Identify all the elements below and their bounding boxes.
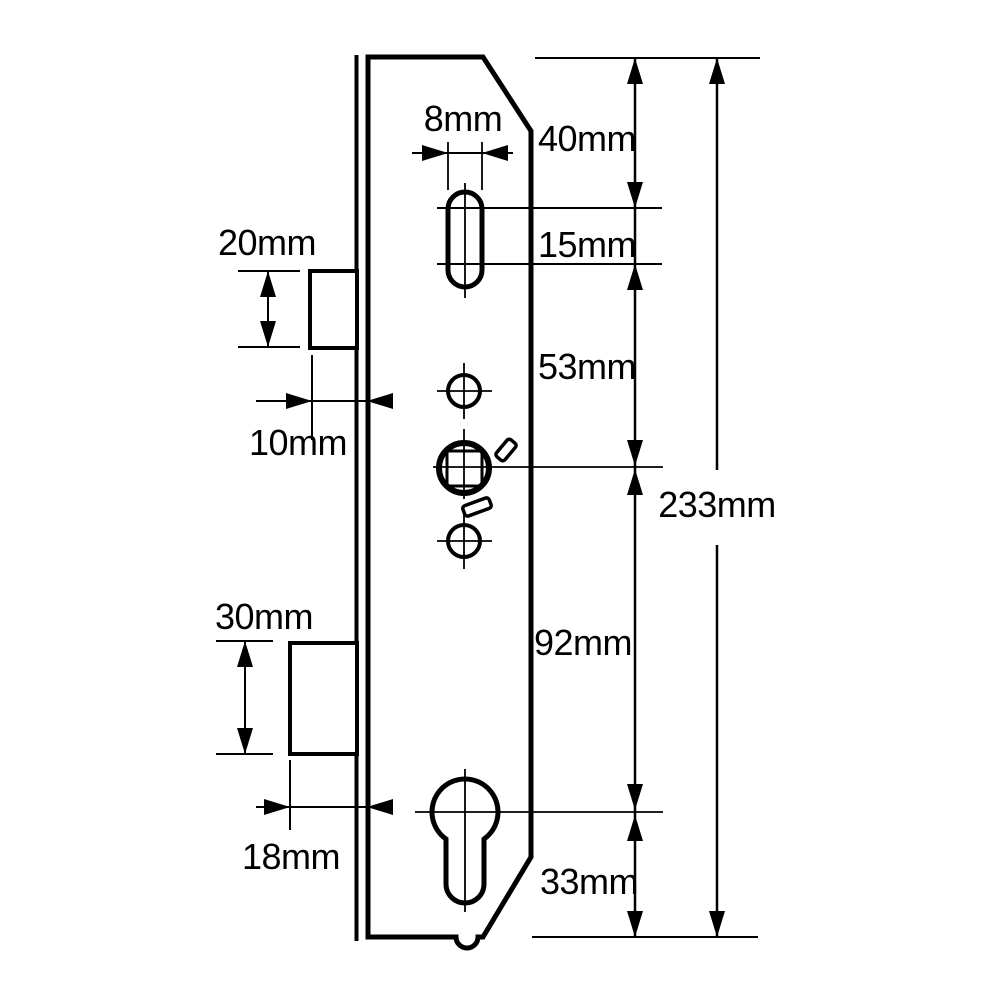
arrow-down-33-bottom (627, 911, 643, 937)
fixing-tab-upper (494, 437, 518, 463)
arrow-up-92-top (627, 469, 643, 495)
arrow-left-10mm (367, 393, 393, 409)
arrow-right-10mm (286, 393, 312, 409)
arrow-down-53-bottom (627, 440, 643, 466)
dim-label-latch-height: 20mm (218, 222, 316, 263)
arrow-down-233-bottom (709, 911, 725, 937)
dim-label-slot-width: 8mm (424, 98, 503, 139)
arrow-up-33-top (627, 815, 643, 841)
dead-bolt (288, 641, 359, 756)
dim-label-slot-length: 15mm (538, 224, 636, 265)
dim-label-deadbolt-projection: 18mm (242, 836, 340, 877)
arrow-up-30mm (237, 641, 253, 667)
dim-label-overall-height: 233mm (658, 484, 776, 525)
dim-label-cylinder-to-bottom: 33mm (540, 861, 638, 902)
arrow-down-30mm (237, 728, 253, 754)
dim-label-deadbolt-height: 30mm (215, 596, 313, 637)
arrow-left-18mm (367, 799, 393, 815)
arrow-up-233-top (709, 58, 725, 84)
latch-bolt (308, 269, 359, 350)
dim-label-spindle-to-cylinder: 92mm (534, 622, 632, 663)
fixing-tab-lower (461, 496, 493, 518)
arrow-right-18mm (264, 799, 290, 815)
arrow-up-20mm (260, 271, 276, 297)
lock-body-outline (365, 54, 534, 951)
dim-label-slot-to-spindle: 53mm (538, 346, 636, 387)
arrow-right-8mm (422, 145, 448, 161)
arrow-up-40-top (627, 58, 643, 84)
arrow-left-8mm (482, 145, 508, 161)
dim-label-latch-projection: 10mm (249, 422, 347, 463)
arrow-down-20mm (260, 321, 276, 347)
arrow-down-40-bottom (627, 182, 643, 208)
arrow-up-53-top (627, 264, 643, 290)
arrow-down-92-bottom (627, 784, 643, 810)
dim-label-top-to-slot: 40mm (538, 118, 636, 159)
